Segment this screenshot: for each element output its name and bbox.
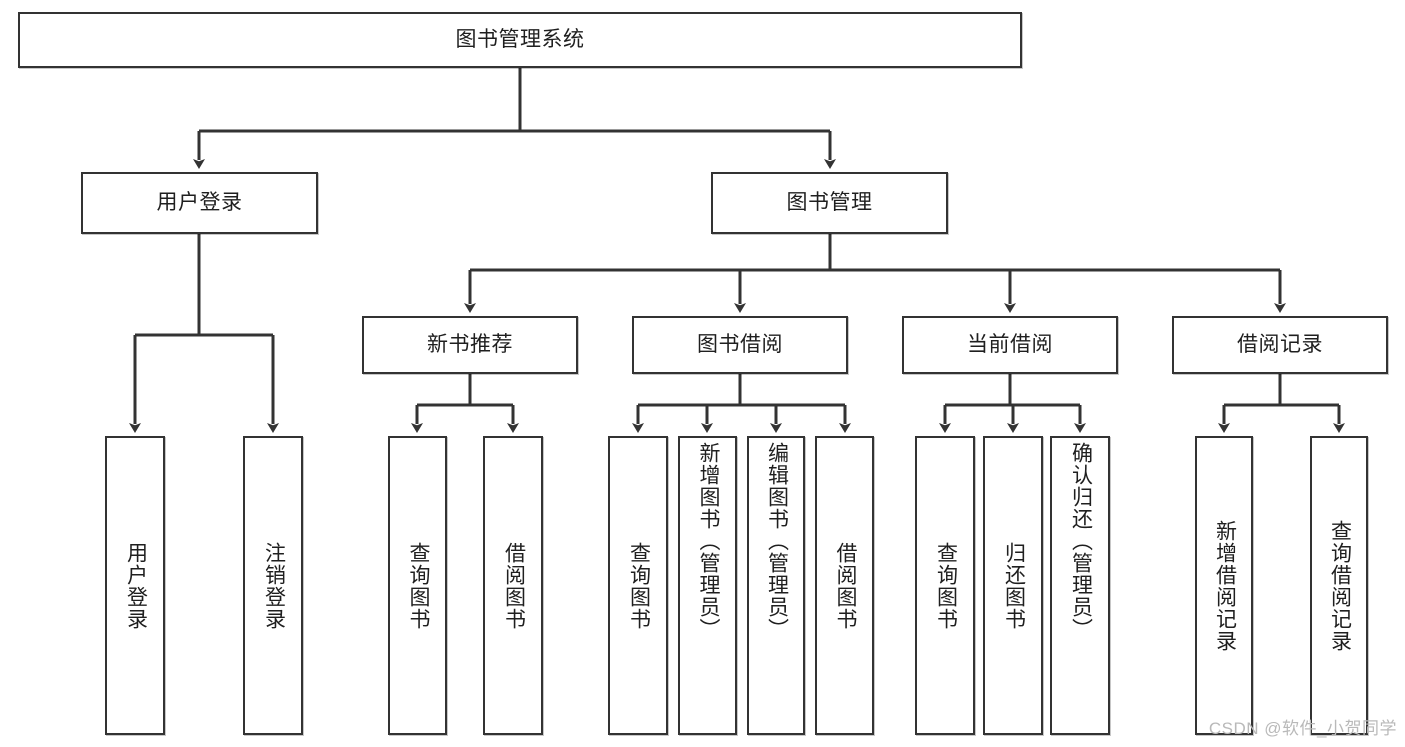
leaf-query-book-recommend-label: 查询图书 <box>406 541 430 630</box>
leaf-query-book-borrow[interactable]: 查询图书 <box>608 436 668 735</box>
leaf-query-borrow-record-label: 查询借阅记录 <box>1328 519 1352 652</box>
leaf-query-borrow-record[interactable]: 查询借阅记录 <box>1310 436 1368 735</box>
leaf-borrow-book[interactable]: 借阅图书 <box>815 436 874 735</box>
leaf-confirm-return-admin-label: 确认归还（管理员） <box>1069 442 1093 640</box>
leaf-borrow-book-recommend-label: 借阅图书 <box>502 541 526 630</box>
leaf-query-book-current-label: 查询图书 <box>934 541 958 630</box>
node-book-management[interactable]: 图书管理 <box>711 172 948 234</box>
leaf-user-logout[interactable]: 注销登录 <box>243 436 303 735</box>
node-book-borrow-label: 图书借阅 <box>697 332 783 356</box>
leaf-user-login[interactable]: 用户登录 <box>105 436 165 735</box>
leaf-add-borrow-record[interactable]: 新增借阅记录 <box>1195 436 1253 735</box>
node-current-borrow[interactable]: 当前借阅 <box>902 316 1118 374</box>
node-book-management-label: 图书管理 <box>786 190 873 214</box>
node-new-book-recommend[interactable]: 新书推荐 <box>362 316 578 374</box>
node-new-book-recommend-label: 新书推荐 <box>427 332 513 356</box>
node-user-login-label: 用户登录 <box>156 190 243 214</box>
leaf-borrow-book-label: 借阅图书 <box>833 541 857 630</box>
leaf-edit-book-admin[interactable]: 编辑图书（管理员） <box>747 436 805 735</box>
watermark: CSDN @软件_小贺同学 <box>1208 719 1397 738</box>
leaf-user-login-label: 用户登录 <box>124 541 148 630</box>
leaf-return-book-label: 归还图书 <box>1002 541 1026 630</box>
node-book-borrow[interactable]: 图书借阅 <box>632 316 848 374</box>
leaf-add-book-admin-label: 新增图书（管理员） <box>696 442 720 640</box>
node-user-login[interactable]: 用户登录 <box>81 172 318 234</box>
leaf-confirm-return-admin[interactable]: 确认归还（管理员） <box>1050 436 1110 735</box>
node-root-label: 图书管理系统 <box>455 27 585 51</box>
leaf-borrow-book-recommend[interactable]: 借阅图书 <box>483 436 543 735</box>
leaf-edit-book-admin-label: 编辑图书（管理员） <box>765 442 789 640</box>
leaf-query-book-borrow-label: 查询图书 <box>627 541 651 630</box>
leaf-user-logout-label: 注销登录 <box>262 541 286 630</box>
node-borrow-record[interactable]: 借阅记录 <box>1172 316 1388 374</box>
leaf-add-book-admin[interactable]: 新增图书（管理员） <box>678 436 737 735</box>
leaf-return-book[interactable]: 归还图书 <box>983 436 1043 735</box>
leaf-query-book-recommend[interactable]: 查询图书 <box>388 436 447 735</box>
leaf-add-borrow-record-label: 新增借阅记录 <box>1213 519 1237 652</box>
node-current-borrow-label: 当前借阅 <box>967 332 1053 356</box>
node-root[interactable]: 图书管理系统 <box>18 12 1022 68</box>
node-borrow-record-label: 借阅记录 <box>1237 332 1323 356</box>
leaf-query-book-current[interactable]: 查询图书 <box>915 436 975 735</box>
